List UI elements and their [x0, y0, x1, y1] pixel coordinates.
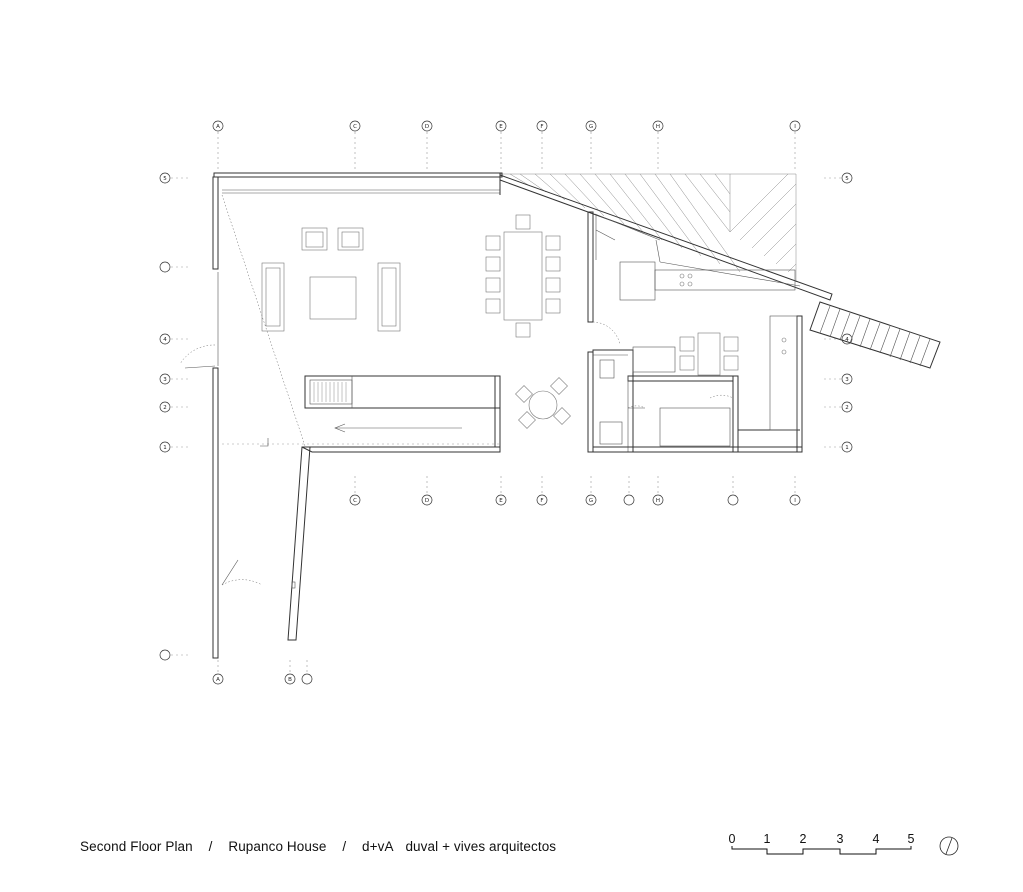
svg-text:C: C — [353, 124, 357, 130]
svg-text:2: 2 — [163, 405, 167, 411]
svg-text:5: 5 — [845, 176, 849, 182]
svg-text:F: F — [540, 498, 543, 504]
svg-text:D: D — [425, 124, 429, 130]
grid-bubble: 5 — [841, 172, 853, 184]
grid-bubble: B — [284, 673, 296, 685]
grid-bubble: A — [212, 673, 224, 685]
grid-bubble: C — [349, 120, 361, 132]
north-arrow-icon — [939, 836, 959, 856]
grid-bubbles-middle: C D E F G H I — [349, 494, 801, 506]
grid-bubble: I — [789, 494, 801, 506]
svg-text:I: I — [794, 124, 796, 130]
grid-bubbles-right: 5 4 3 2 1 — [841, 172, 853, 453]
caption-separator: / — [208, 839, 213, 854]
svg-text:2: 2 — [845, 405, 849, 411]
grid-bubble: F — [536, 494, 548, 506]
svg-text:E: E — [499, 124, 503, 130]
grid-bubble: 5 — [159, 172, 171, 184]
grid-bubble: I — [789, 120, 801, 132]
grid-bubble: 2 — [841, 401, 853, 413]
svg-text:4: 4 — [163, 337, 167, 343]
grid-bubbles-top: A C D E F G H I — [212, 120, 801, 132]
furniture — [261, 214, 739, 429]
svg-text:3: 3 — [163, 377, 167, 383]
svg-text:1: 1 — [845, 445, 849, 451]
svg-text:A: A — [216, 124, 220, 130]
grid-bubble — [159, 649, 171, 661]
svg-text:G: G — [589, 124, 593, 130]
grid-bubble: G — [585, 494, 597, 506]
grid-bubble: 1 — [841, 441, 853, 453]
svg-text:1: 1 — [163, 445, 167, 451]
svg-text:5: 5 — [163, 176, 167, 182]
svg-text:E: E — [499, 498, 503, 504]
grid-bubble: F — [536, 120, 548, 132]
grid-bubble: E — [495, 120, 507, 132]
plan-title: Second Floor Plan — [80, 839, 193, 854]
office-short-name: d+vA — [362, 839, 394, 854]
grid-bubble: 3 — [159, 373, 171, 385]
svg-text:4: 4 — [845, 337, 849, 343]
svg-text:A: A — [216, 677, 220, 683]
grid-bubble: H — [652, 120, 664, 132]
svg-text:D: D — [425, 498, 429, 504]
grid-bubble: 4 — [841, 333, 853, 345]
svg-text:G: G — [589, 498, 593, 504]
svg-text:I: I — [794, 498, 796, 504]
grid-bubble — [727, 494, 739, 506]
scale-label: 5 — [908, 832, 915, 846]
scale-label: 0 — [729, 832, 736, 846]
grid-bubble: C — [349, 494, 361, 506]
grid-bubble: 3 — [841, 373, 853, 385]
svg-text:B: B — [288, 677, 292, 683]
grid-bubbles-bottom: A B — [212, 673, 313, 685]
grid-bubble: 2 — [159, 401, 171, 413]
svg-text:H: H — [656, 498, 660, 504]
svg-text:3: 3 — [845, 377, 849, 383]
grid-bubble — [623, 494, 635, 506]
grid-bubble: A — [212, 120, 224, 132]
scale-label: 1 — [764, 832, 771, 846]
svg-text:H: H — [656, 124, 660, 130]
grid-bubble: D — [421, 120, 433, 132]
project-name: Rupanco House — [228, 839, 327, 854]
scale-bar: 0 1 2 3 4 5 — [729, 832, 915, 855]
grid-bubble: H — [652, 494, 664, 506]
caption-separator: / — [342, 839, 347, 854]
grid-bubble: 1 — [159, 441, 171, 453]
grid-bubble: D — [421, 494, 433, 506]
grid-bubble: E — [495, 494, 507, 506]
svg-text:F: F — [540, 124, 543, 130]
scale-label: 2 — [800, 832, 807, 846]
grill-pattern — [313, 382, 347, 402]
grid-lines — [171, 132, 842, 674]
grid-bubbles-left: 5 4 3 2 1 — [159, 172, 171, 661]
grid-bubble: G — [585, 120, 597, 132]
stair-treads — [819, 305, 931, 367]
scale-label: 3 — [837, 832, 844, 846]
walls — [179, 172, 941, 659]
scale-label: 4 — [873, 832, 880, 846]
office-full-name: duval + vives arquitectos — [405, 839, 557, 854]
svg-text:C: C — [353, 498, 357, 504]
grid-bubble — [301, 673, 313, 685]
drawing-caption: Second Floor Plan / Rupanco House / d+vA… — [80, 839, 556, 854]
roof-hatch — [500, 173, 797, 282]
grid-bubble: 4 — [159, 333, 171, 345]
grid-bubble — [159, 261, 171, 273]
